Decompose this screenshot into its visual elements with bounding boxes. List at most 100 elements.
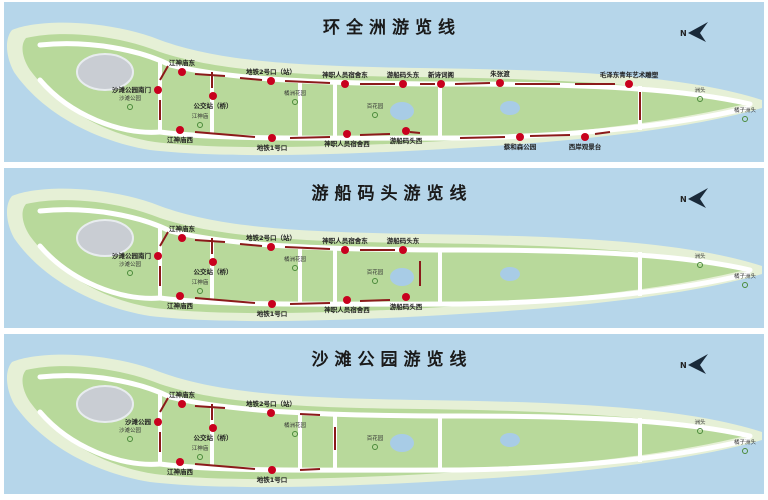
south-road — [157, 437, 751, 473]
lake — [76, 385, 134, 423]
stop-label: 神职人员宿舍东 — [322, 70, 368, 79]
island-land — [22, 200, 745, 314]
stop-label: 游船码头西 — [390, 136, 423, 145]
stop-label: 游船码头东 — [387, 70, 420, 79]
stop-marker — [176, 292, 184, 300]
poi-icon — [372, 444, 378, 450]
route-arrow — [284, 246, 331, 250]
stop-label: 蔡和森公园 — [503, 142, 537, 151]
route-arrow — [159, 231, 169, 247]
route-arrow — [529, 134, 571, 137]
west-road — [37, 77, 163, 135]
poi-label: 沙滩公园 — [119, 94, 142, 102]
stop-marker — [343, 130, 351, 138]
route-arrow — [194, 463, 256, 470]
poi-icon — [292, 431, 298, 437]
stop-marker — [399, 246, 407, 254]
route-arrow — [159, 65, 169, 81]
poi-label: 洲头 — [694, 86, 706, 94]
stop-label: 沙滩公园 — [125, 417, 152, 426]
poi-icon — [197, 288, 203, 294]
stop-marker — [341, 246, 349, 254]
stop-marker — [154, 86, 162, 94]
stop-label: 毛泽东青年艺术雕塑 — [600, 70, 659, 79]
route-arrow — [239, 243, 263, 247]
stop-label: 江神庙西 — [167, 135, 194, 144]
route-arrow — [299, 468, 321, 471]
stop-label: 地铁2号口（站） — [246, 67, 296, 76]
stop-marker — [178, 68, 186, 76]
stop-marker — [176, 126, 184, 134]
stop-marker — [341, 80, 349, 88]
poi-label: 百花园 — [367, 268, 384, 276]
poi-icon — [697, 262, 703, 268]
route-arrow — [194, 297, 256, 304]
stop-marker — [402, 127, 410, 135]
stop-label: 神职人员宿舍西 — [324, 305, 370, 314]
stop-marker — [267, 409, 275, 417]
route-arrow — [194, 73, 226, 77]
stop-label: 地铁1号口 — [257, 475, 288, 484]
stop-label: 游船码头东 — [387, 236, 420, 245]
north-label: N — [680, 195, 687, 204]
west-road — [37, 243, 163, 301]
stop-label: 沙滩公园南门 — [112, 85, 152, 94]
poi-icon — [292, 265, 298, 271]
poi-label: 橘子洲头 — [734, 106, 757, 114]
panel-title: 环全洲游览线 — [323, 17, 461, 38]
poi-label: 江神庙 — [192, 444, 209, 452]
stop-marker — [343, 296, 351, 304]
route-arrow — [454, 82, 491, 85]
stop-marker — [268, 300, 276, 308]
north-arrow-icon — [688, 22, 708, 42]
stop-marker — [581, 133, 589, 141]
poi-icon — [127, 270, 133, 276]
poi-icon — [127, 436, 133, 442]
lake — [76, 53, 134, 91]
stop-marker — [402, 293, 410, 301]
route-panel-2: 沙滩公园江神庙橘洲花园百花园洲头橘子洲头江神庙东沙滩公园南门公交站（桥）江神庙西… — [4, 168, 764, 328]
poi-icon — [697, 96, 703, 102]
stop-marker — [267, 77, 275, 85]
stop-marker — [209, 92, 217, 100]
poi-icon — [292, 99, 298, 105]
stop-label: 神职人员宿舍东 — [322, 236, 368, 245]
stop-label: 地铁2号口（站） — [246, 233, 296, 242]
north-arrow-icon — [688, 188, 708, 208]
stop-marker — [516, 133, 524, 141]
stop-label: 神职人员宿舍西 — [324, 139, 370, 148]
route-arrow — [194, 239, 226, 243]
pond — [390, 434, 414, 452]
poi-label: 百花园 — [367, 434, 384, 442]
poi-icon — [742, 282, 748, 288]
stop-label: 地铁1号口 — [257, 309, 288, 318]
route-arrow — [284, 80, 331, 84]
stop-label: 公交站（桥） — [194, 101, 233, 110]
stop-label: 游船码头西 — [390, 302, 423, 311]
island-land — [22, 366, 745, 480]
route-arrow — [239, 77, 263, 81]
poi-icon — [697, 428, 703, 434]
stop-marker — [209, 258, 217, 266]
stop-label: 江神庙东 — [169, 390, 196, 399]
poi-icon — [742, 448, 748, 454]
stop-label: 地铁2号口（站） — [246, 399, 296, 408]
stop-marker — [496, 79, 504, 87]
route-arrow — [359, 133, 391, 136]
panel-title: 沙滩公园游览线 — [312, 349, 473, 370]
stop-marker — [154, 252, 162, 260]
stop-label: 新诗词阁 — [428, 70, 455, 79]
stop-marker — [154, 418, 162, 426]
stop-marker — [399, 80, 407, 88]
stop-marker — [267, 243, 275, 251]
poi-label: 江神庙 — [192, 112, 209, 120]
stop-label: 地铁1号口 — [257, 143, 288, 152]
route-arrow — [459, 136, 506, 139]
pond — [390, 102, 414, 120]
stop-label: 江神庙东 — [169, 224, 196, 233]
lake — [76, 219, 134, 257]
island-land — [22, 34, 745, 148]
pond — [500, 433, 520, 447]
stop-label: 江神庙东 — [169, 58, 196, 67]
